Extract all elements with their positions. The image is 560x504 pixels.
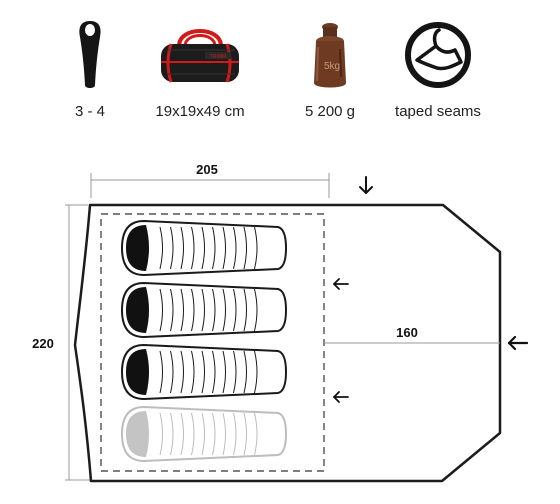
sleeping-bags — [120, 219, 288, 463]
weight-mark: 5kg — [324, 61, 340, 72]
taped-seams-icon — [368, 12, 508, 98]
depth-label: 220 — [32, 336, 54, 351]
sleeping-bag-icon — [20, 12, 160, 98]
spec-pack-size: TRIMM 19x19x49 cm — [130, 0, 270, 130]
spec-seams-label: taped seams — [395, 103, 481, 120]
bag-brand-mark: TRIMM — [210, 54, 226, 60]
sleeping-bag — [120, 281, 288, 339]
sleeping-bag — [120, 219, 288, 277]
entrance-arrows — [333, 176, 529, 403]
width-label: 205 — [196, 162, 218, 177]
entrance-arrow-top — [359, 176, 373, 194]
entrance-arrow-side — [507, 335, 529, 351]
vestibule-label: 160 — [396, 325, 418, 340]
width-dimension: 205 — [90, 162, 330, 198]
spec-seams: taped seams — [368, 0, 508, 130]
sleeping-bag-optional — [120, 405, 288, 463]
spec-capacity: 3 - 4 — [20, 0, 160, 130]
spec-weight-label: 5 200 g — [304, 103, 356, 120]
spec-pack-size-label: 19x19x49 cm — [155, 103, 245, 120]
spec-capacity-label: 3 - 4 — [74, 103, 105, 120]
depth-dimension: 220 — [32, 204, 92, 481]
sleeping-bag — [120, 343, 288, 401]
duffel-bag-icon: TRIMM — [130, 12, 270, 98]
spec-weight: 5kg 5 200 g — [260, 0, 400, 130]
vestibule-dimension: 160 — [324, 325, 500, 344]
entrance-arrow-lower — [333, 391, 349, 403]
weight-icon: 5kg — [260, 12, 400, 98]
entrance-arrow-upper — [333, 278, 349, 290]
